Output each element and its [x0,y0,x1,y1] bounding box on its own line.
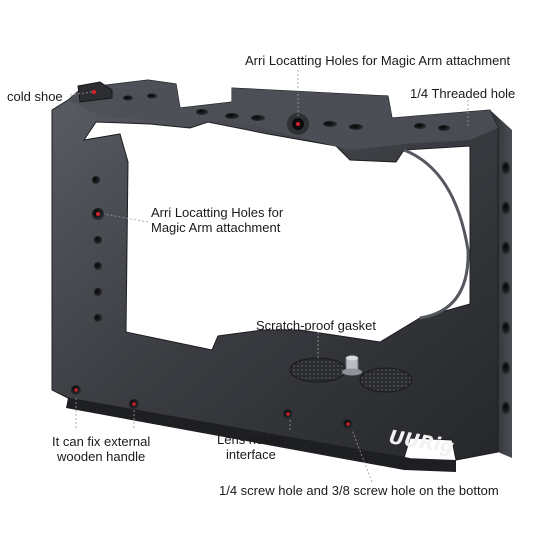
lens-holder-label-line1: Lens holder [217,432,285,447]
leader-lines [69,70,469,483]
cage-frame [51,79,512,472]
right-side-holes [502,162,510,414]
cold-shoe-label: cold shoe [7,89,63,104]
arri-top-label: Arri Locatting Holes for Magic Arm attac… [245,53,511,68]
scratch-proof-gasket [289,355,413,393]
arri-side-label-line2: Magic Arm attachment [151,220,281,235]
front-screw-holes [71,385,353,429]
side-arri-holes [92,176,104,322]
lens-holder-label-line2: interface [226,447,276,462]
lens-opening-arc [403,148,470,320]
arri-side-label-line1: Arri Locatting Holes for [151,205,284,220]
threaded-hole-label: 1/4 Threaded hole [410,86,516,101]
cold-shoe [77,81,113,103]
gasket-label: Scratch-proof gasket [256,318,376,333]
arri-side-label: Arri Locatting Holes for Magic Arm attac… [151,205,283,235]
handle-label-line2: wooden handle [57,449,146,464]
handle-label: It can fix external wooden handle [52,434,150,464]
handle-label-line1: It can fix external [52,434,151,449]
top-rail-holes [123,93,450,135]
bottom-holes-label: 1/4 screw hole and 3/8 screw hole on the… [219,483,499,498]
lens-holder-label: Lens holder interface [217,432,285,462]
